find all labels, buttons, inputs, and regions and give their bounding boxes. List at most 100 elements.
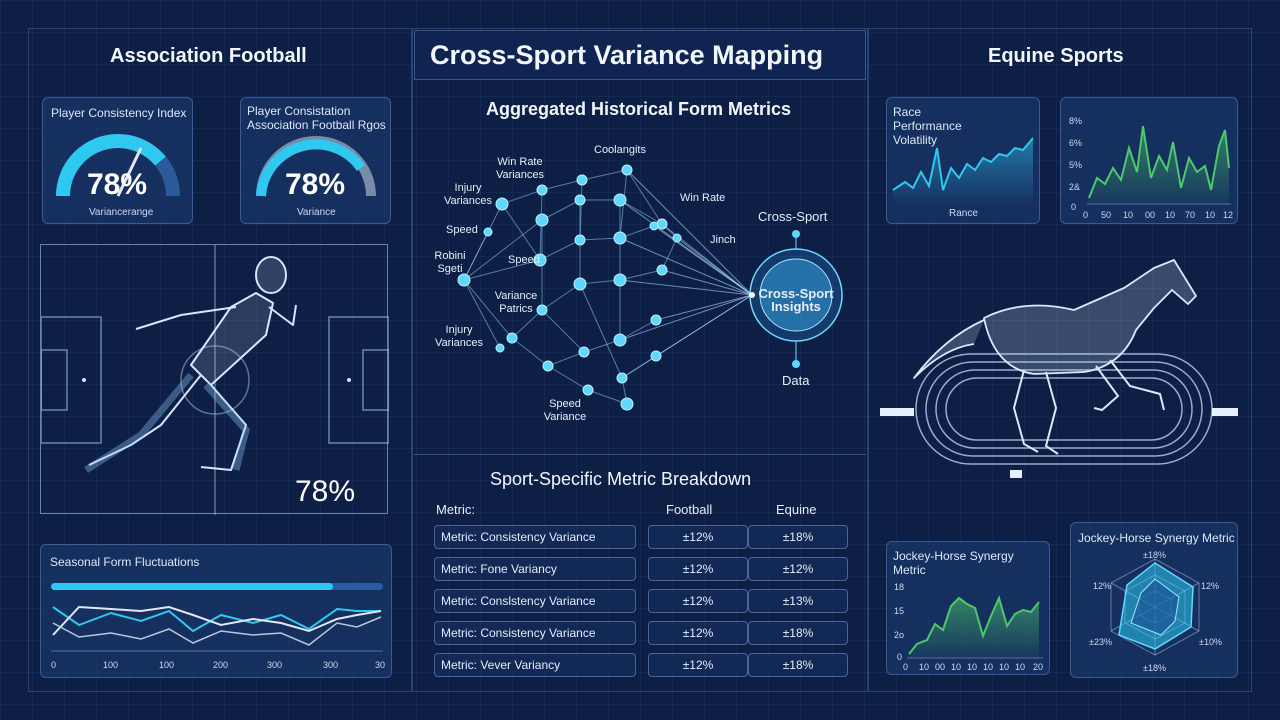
synergy-line-panel[interactable]: Jockey-Horse Synergy Metric 18 15 2o 0 0… xyxy=(886,541,1050,675)
field-value: 78% xyxy=(295,475,356,508)
radar-label: ±10% xyxy=(1199,637,1222,647)
seasonal-line-chart xyxy=(51,583,383,652)
table-cell-equine[interactable]: ±13% xyxy=(748,589,848,613)
node-label: Speed Variance xyxy=(543,398,587,423)
table-row-metric[interactable]: Metric: Consistency Variance xyxy=(434,621,636,645)
equine-column xyxy=(868,28,1252,692)
header-football: Football xyxy=(666,502,713,517)
race-volatility-panel[interactable]: Race Performance Volatility Rance xyxy=(886,97,1040,224)
node-label: Speed xyxy=(508,254,540,266)
football-pitch-panel: 78% xyxy=(40,244,389,515)
seasonal-title: Seasonal Form Fluctuations xyxy=(50,555,200,569)
gauge-dial xyxy=(256,136,376,197)
seasonal-tick: 30 xyxy=(375,660,386,670)
radar-label: ±23% xyxy=(1089,637,1112,647)
y-tick: 0 xyxy=(1071,202,1077,212)
gauge-caption: Variance xyxy=(297,207,336,218)
table-cell-football[interactable]: ±12% xyxy=(648,557,748,581)
data-label: Data xyxy=(782,373,810,388)
x-tick: 10 xyxy=(1205,210,1216,220)
seasonal-tick: 200 xyxy=(213,660,229,670)
y-tick: 2o xyxy=(894,630,905,640)
association-gauge-panel[interactable]: Player Consistation Association Football… xyxy=(240,97,391,224)
y-tick: 6% xyxy=(1069,138,1083,148)
x-tick: 0 xyxy=(903,662,909,672)
header-metric: Metric: xyxy=(436,502,475,517)
x-tick: 70 xyxy=(1185,210,1196,220)
x-tick: 10 xyxy=(1165,210,1176,220)
node-label: Win Rate xyxy=(680,192,726,204)
green-area-panel[interactable]: 8% 6% 5% 2& 0 0 50 10 00 10 70 10 12 xyxy=(1060,97,1238,224)
node-label: Speed xyxy=(446,224,478,236)
x-tick: 10 xyxy=(1123,210,1134,220)
page-title: Cross-Sport Variance Mapping xyxy=(430,40,824,70)
seasonal-tick: 100 xyxy=(103,660,119,670)
table-cell-equine[interactable]: ±18% xyxy=(748,525,848,549)
y-tick: 8% xyxy=(1069,116,1083,126)
table-cell-football[interactable]: ±12% xyxy=(648,621,748,645)
table-cell-equine[interactable]: ±18% xyxy=(748,621,848,645)
race-volatility-chart xyxy=(892,137,1034,206)
table-row-metric[interactable]: Metric: Conslstency Variance xyxy=(434,589,636,613)
horse-track-illustration xyxy=(880,259,1238,478)
radar-label: ±18% xyxy=(1143,663,1166,673)
football-title: Association Football xyxy=(110,45,307,67)
x-tick: 00 xyxy=(1145,210,1156,220)
cross-sport-label: Cross-Sport xyxy=(758,209,828,224)
y-tick: 15 xyxy=(894,606,905,616)
seasonal-form-panel[interactable]: Seasonal Form Fluctuations 0 100 100 200… xyxy=(40,544,392,678)
synergy-line-chart xyxy=(907,595,1043,659)
node-label: Win Rate Variances xyxy=(495,156,545,181)
table-row-metric[interactable]: Metric: Fone Variancy xyxy=(434,557,636,581)
table-cell-football[interactable]: ±12% xyxy=(648,525,748,549)
metric-network-graph xyxy=(457,164,843,411)
synergy-radar-chart xyxy=(1110,558,1200,656)
table-row-metric[interactable]: Metric: Consistency Variance xyxy=(434,525,636,549)
green-area-chart xyxy=(1087,125,1231,205)
race-caption: Rance xyxy=(949,208,978,219)
table-cell-football[interactable]: ±12% xyxy=(648,589,748,613)
pitch-diagram xyxy=(41,245,389,515)
gauge-value: 78% xyxy=(87,168,148,201)
node-label: Variance Patrics xyxy=(494,290,538,315)
header-equine: Equine xyxy=(776,502,817,517)
network-column xyxy=(412,28,868,692)
node-label: Injury Variances xyxy=(443,182,493,207)
race-title: Race Performance Volatility xyxy=(893,105,962,147)
y-tick: 2& xyxy=(1069,182,1081,192)
x-tick: 10 xyxy=(1015,662,1026,672)
gauge-caption: Variancerange xyxy=(89,207,154,218)
consistency-gauge-panel[interactable]: Player Consistency Index 78% Varianceran… xyxy=(42,97,193,224)
x-tick: 20 xyxy=(1033,662,1044,672)
synergy-radar-panel[interactable]: Jockey-Horse Synergy Metric ±18% 12% 12%… xyxy=(1070,522,1238,678)
node-label: Coolangits xyxy=(594,144,646,156)
header-banner xyxy=(414,30,866,80)
table-cell-equine[interactable]: ±18% xyxy=(748,653,848,677)
breakdown-title: Sport-Specific Metric Breakdown xyxy=(490,469,752,489)
x-tick: 10 xyxy=(967,662,978,672)
gauge-value: 78% xyxy=(285,168,346,201)
gauge-title: Player Consistency Index xyxy=(51,106,187,120)
seasonal-tick: 100 xyxy=(159,660,175,670)
equine-title: Equine Sports xyxy=(988,45,1124,67)
x-tick: 12 xyxy=(1223,210,1234,220)
radar-label: 12% xyxy=(1201,581,1220,591)
seasonal-tick: 0 xyxy=(51,660,57,670)
node-label: Injury Variances xyxy=(434,324,484,349)
table-cell-football[interactable]: ±12% xyxy=(648,653,748,677)
y-tick: 18 xyxy=(894,582,905,592)
x-tick: 50 xyxy=(1101,210,1112,220)
table-row-metric[interactable]: Metric: Vever Variancy xyxy=(434,653,636,677)
network-title: Aggregated Historical Form Metrics xyxy=(486,99,792,119)
radar-label: ±18% xyxy=(1143,550,1166,560)
x-tick: 10 xyxy=(919,662,930,672)
gauge-title: Player Consistation Association Football… xyxy=(247,104,386,132)
table-cell-equine[interactable]: ±12% xyxy=(748,557,848,581)
seasonal-tick: 300 xyxy=(267,660,283,670)
insights-hub[interactable]: Cross-Sport Insights xyxy=(758,286,834,314)
y-tick: 0 xyxy=(897,652,903,662)
x-tick: 10 xyxy=(983,662,994,672)
seasonal-tick: 300 xyxy=(323,660,339,670)
x-tick: 10 xyxy=(999,662,1010,672)
x-tick: 10 xyxy=(951,662,962,672)
